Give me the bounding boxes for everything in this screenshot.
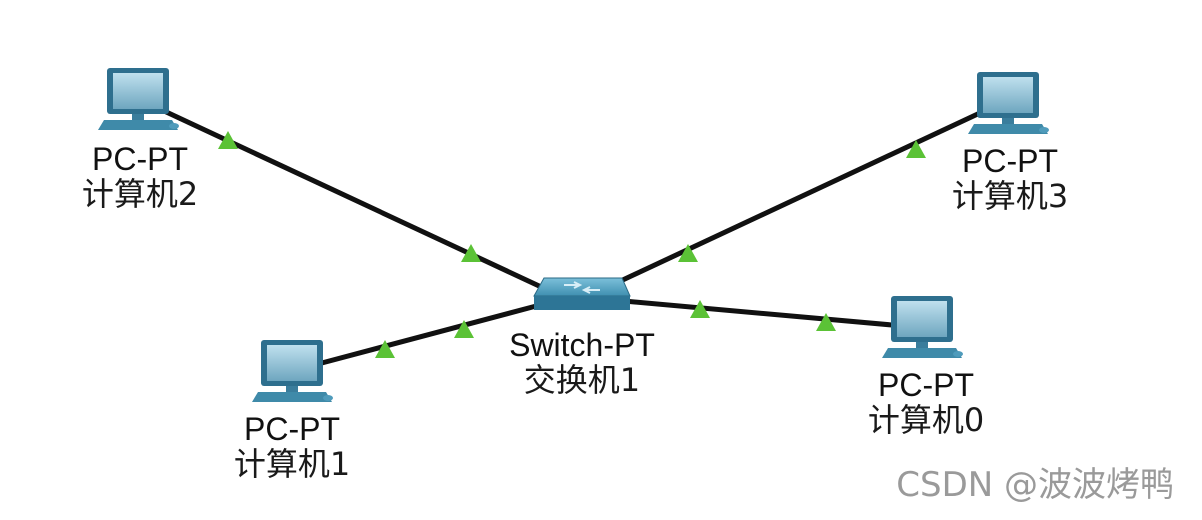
link-status-layer xyxy=(218,131,926,358)
node-label-pc3: PC-PT 计算机3 xyxy=(951,143,1069,216)
device-name-label: 计算机1 xyxy=(233,445,351,484)
device-name-label: 交换机1 xyxy=(523,361,641,400)
device-type-label: PC-PT xyxy=(962,143,1058,179)
device-type-label: PC-PT xyxy=(244,411,340,447)
link-status-up-icon xyxy=(375,340,395,358)
switch-icon[interactable] xyxy=(533,277,631,310)
node-label-pc0: PC-PT 计算机0 xyxy=(867,367,985,440)
pc-icon[interactable] xyxy=(252,340,333,402)
pc-icon[interactable] xyxy=(98,68,179,130)
link-pc0-switch1[interactable] xyxy=(623,298,893,328)
links-layer xyxy=(160,107,984,367)
link-pc2-switch1[interactable] xyxy=(160,107,554,295)
link-status-up-icon xyxy=(678,244,698,262)
device-type-label: PC-PT xyxy=(878,367,974,403)
link-status-up-icon xyxy=(690,300,710,318)
link-status-up-icon xyxy=(454,320,474,338)
device-type-label: PC-PT xyxy=(92,141,188,177)
link-pc1-switch1[interactable] xyxy=(317,302,541,367)
link-status-up-icon xyxy=(906,140,926,158)
link-pc3-switch1[interactable] xyxy=(610,109,984,288)
node-label-pc2: PC-PT 计算机2 xyxy=(81,141,199,214)
device-name-label: 计算机2 xyxy=(81,175,199,214)
pc-icon[interactable] xyxy=(968,72,1049,134)
pc-icon[interactable] xyxy=(882,296,963,358)
device-type-label: Switch-PT xyxy=(509,327,655,363)
device-name-label: 计算机0 xyxy=(867,401,985,440)
link-status-up-icon xyxy=(461,244,481,262)
watermark: CSDN @波波烤鸭 xyxy=(896,465,1174,505)
node-label-pc1: PC-PT 计算机1 xyxy=(233,411,351,484)
device-name-label: 计算机3 xyxy=(951,177,1069,216)
link-status-up-icon xyxy=(816,313,836,331)
link-status-up-icon xyxy=(218,131,238,149)
node-label-switch1: Switch-PT 交换机1 xyxy=(509,327,655,400)
